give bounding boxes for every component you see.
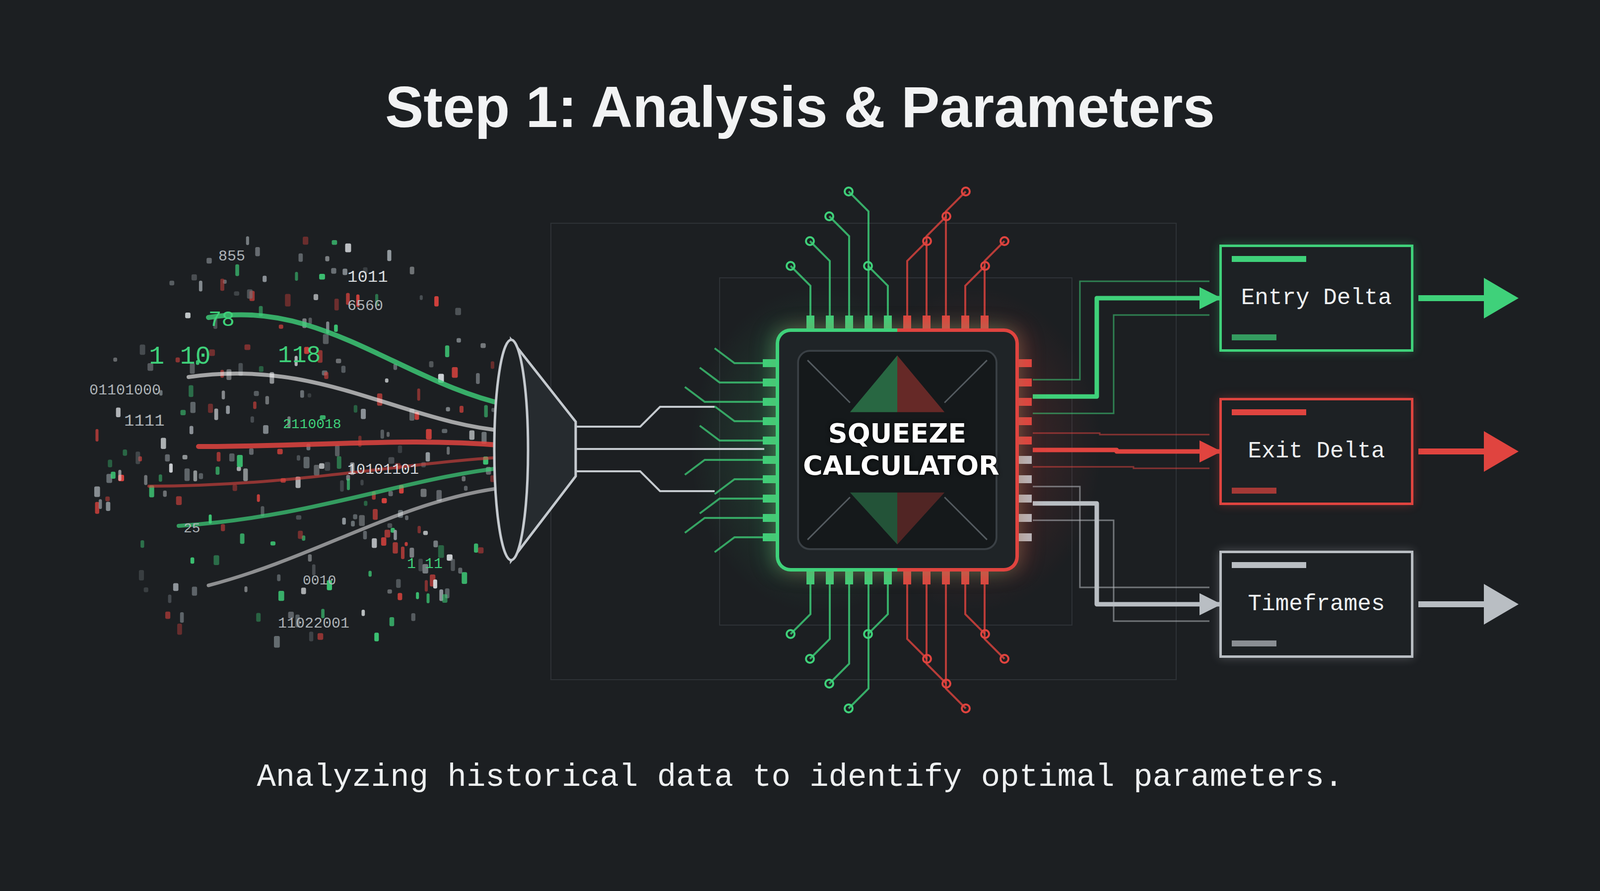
diagram-title: Step 1: Analysis & Parameters — [385, 73, 1215, 141]
data-digits: 1111 — [124, 411, 165, 431]
data-digits: 01101000 — [89, 382, 161, 400]
data-digits: 78 — [208, 307, 235, 333]
box-label: Entry Delta — [1241, 285, 1393, 312]
data-digits: 1 11 — [406, 555, 443, 573]
data-digits: 855 — [218, 248, 246, 266]
data-digits: 10101101 — [347, 461, 419, 479]
box-label: Timeframes — [1247, 591, 1385, 618]
indicator-bar — [1231, 487, 1277, 494]
funnel — [494, 339, 765, 561]
circuit-traces — [684, 187, 1032, 713]
data-streams — [148, 314, 517, 586]
output-box: Exit Delta — [1219, 398, 1414, 506]
data-digits: 11022001 — [277, 615, 350, 633]
indicator-bar — [1231, 334, 1277, 341]
data-digits: 1 10 — [148, 342, 211, 372]
data-digits: 6560 — [347, 297, 384, 315]
data-digits: 0010 — [302, 573, 336, 589]
data-digits: 25 — [183, 521, 201, 537]
chip-label: SQUEEZE CALCULATOR — [802, 417, 992, 483]
output-box: Entry Delta — [1219, 244, 1414, 352]
processor-chip: SQUEEZE CALCULATOR — [775, 328, 1019, 572]
trace-line — [1032, 315, 1210, 414]
trace-line — [1032, 281, 1210, 380]
caption: Analyzing historical data to identify op… — [256, 759, 1343, 796]
indicator-bar — [1231, 562, 1307, 569]
connector-arrow — [1032, 298, 1220, 397]
output-arrows — [1418, 277, 1519, 625]
data-digits: 2110018 — [282, 416, 342, 433]
trace-line — [1032, 520, 1210, 622]
data-digits: 118 — [277, 342, 321, 370]
trace-line — [1032, 466, 1210, 469]
output-box: Timeframes — [1219, 550, 1414, 659]
trace-line — [1032, 486, 1210, 588]
indicator-bar — [1231, 640, 1277, 647]
data-digits: 1011 — [347, 267, 389, 287]
indicator-bar — [1231, 256, 1307, 263]
indicator-bar — [1231, 409, 1307, 416]
connector-arrow — [1032, 450, 1220, 452]
box-label: Exit Delta — [1247, 438, 1385, 465]
trace-line — [1032, 433, 1210, 435]
connector-arrow — [1032, 503, 1220, 605]
